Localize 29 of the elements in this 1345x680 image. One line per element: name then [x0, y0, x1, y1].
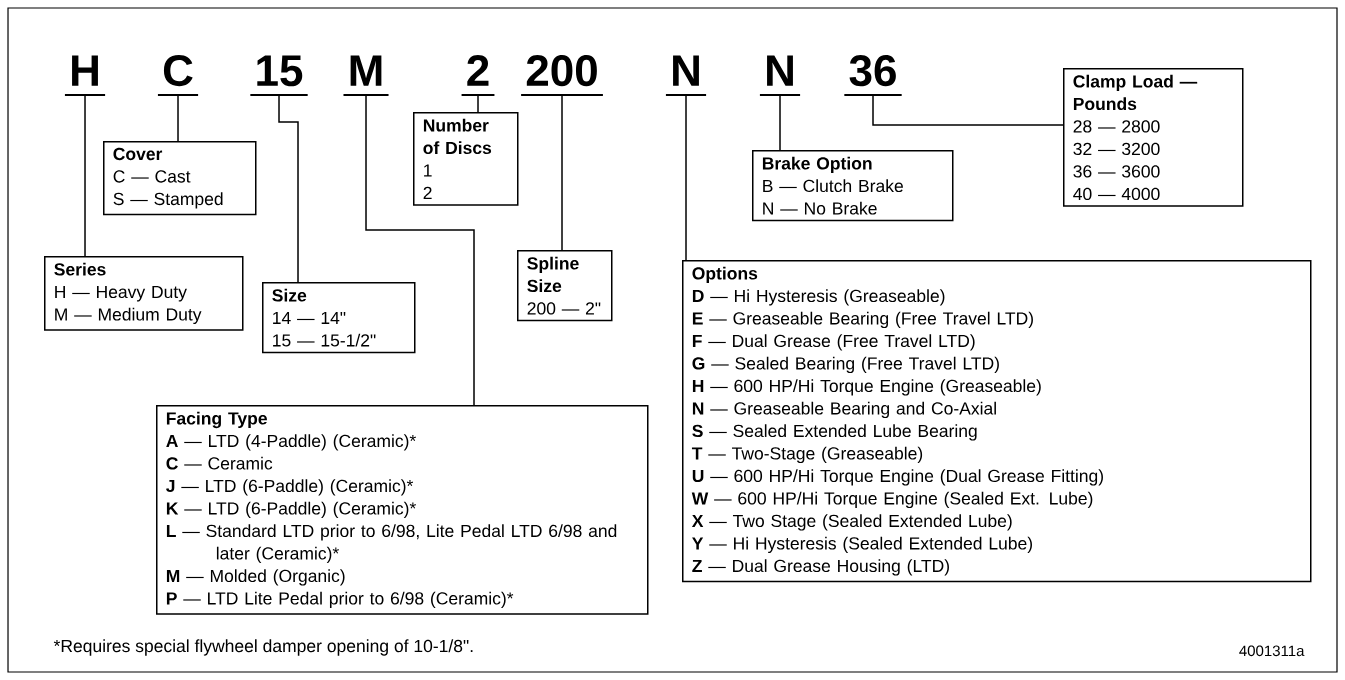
key-box: Series H — Heavy Duty M — Medium Duty: [44, 256, 244, 331]
leader-line: [872, 94, 1064, 126]
code-character: 15: [249, 55, 309, 96]
leader-line: [685, 94, 687, 261]
leader-line: [561, 94, 563, 251]
code-character: 200: [520, 55, 604, 96]
code-character: H: [63, 55, 107, 96]
code-character: 2: [460, 55, 496, 96]
code-character: 36: [843, 55, 903, 96]
leader-line: [365, 94, 475, 406]
leader-line: [278, 94, 299, 283]
code-character: N: [758, 55, 802, 96]
key-box: Clamp Load — Pounds 28 — 2800 32 — 3200 36 — 3600 40 — 4000: [1063, 68, 1244, 207]
leader-line: [779, 94, 781, 151]
key-box: Cover C — Cast S — Stamped: [103, 141, 257, 216]
key-box: Options D — Hi Hysteresis (Greaseable) E — Greaseable Bearing (Free Travel LTD) F — Dual Grease (Free Travel LTD) G — Sealed Bearing (Free Travel LTD) H — 600 HP/Hi Torque Engine (Greaseable) N — Greaseable Bearing and Co-Axial S — Sealed Extended Lube Bearing T — Two-Stage (Greaseable) U — 600 HP/Hi Torque Engine (Dual Grease Fitting) W — 600 HP/Hi Torque Engine (Sealed Ext. Lube) X — Two Stage (Sealed Extended Lube) Y — Hi Hysteresis (Sealed Extended Lube) Z — Dual Grease Housing (LTD): [682, 260, 1312, 583]
code-character: C: [156, 55, 200, 96]
figure-number: 4001311a: [1239, 645, 1305, 657]
key-box: Facing Type A — LTD (4-Paddle) (Ceramic)* C — Ceramic J — LTD (6-Paddle) (Ceramic)* K — LTD (6-Paddle) (Ceramic)* L — Standard LTD prior to 6/98, Lite Pedal LTD 6/98 and later (Ceramic)* M — Molded (Organic) P — LTD Lite Pedal prior to 6/98 (Ceramic)*: [156, 405, 649, 615]
key-box: Size 14 — 14" 15 — 15-1/2": [262, 282, 416, 354]
footnote: *Requires special flywheel damper opening of 10-1/8".: [53, 639, 473, 656]
key-box: Brake Option B — Clutch Brake N — No Brake: [752, 150, 954, 222]
leader-line: [84, 94, 86, 257]
leader-line: [177, 94, 179, 142]
key-box: Number of Discs 1 2: [413, 112, 519, 206]
key-box: Spline Size 200 — 2": [517, 250, 613, 322]
leader-line: [477, 94, 479, 113]
code-character: M: [342, 55, 390, 96]
code-character: N: [664, 55, 708, 96]
